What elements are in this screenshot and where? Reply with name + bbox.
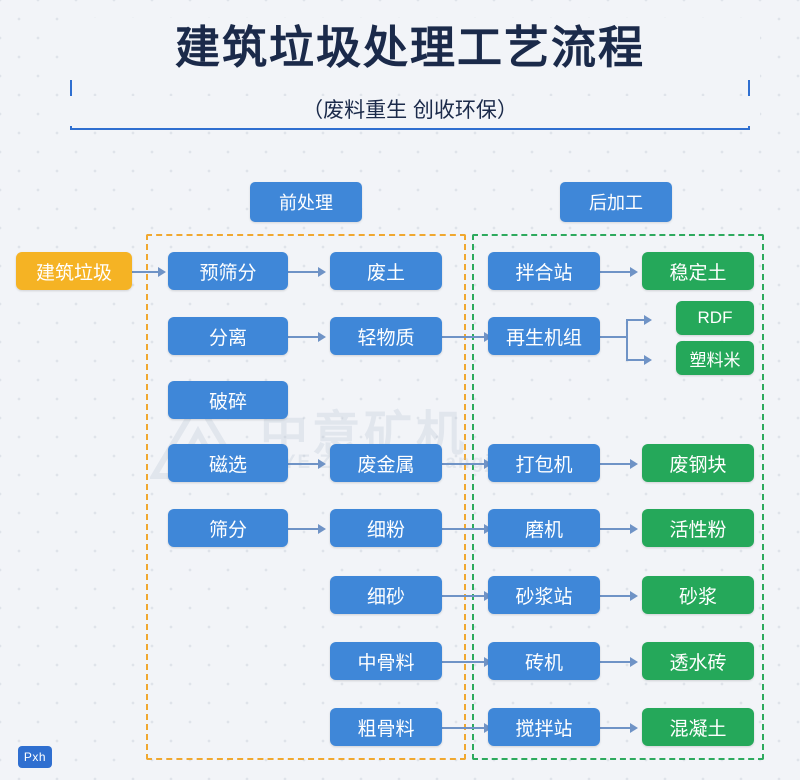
connector-line: [442, 528, 486, 530]
connector-arrow: [644, 355, 652, 365]
page-title: 建筑垃圾处理工艺流程: [60, 18, 760, 80]
node-post-brick-machine[interactable]: 砖机: [488, 642, 600, 680]
connector-line: [288, 528, 320, 530]
node-product-stabilized-soil[interactable]: 稳定土: [642, 252, 754, 290]
connector-line: [600, 528, 632, 530]
connector-arrow: [630, 657, 638, 667]
connector-arrow: [318, 459, 326, 469]
section-tag-pretreatment: 前处理: [250, 182, 362, 222]
node-product-scrap-steel-block[interactable]: 废钢块: [642, 444, 754, 482]
connector-line: [626, 319, 628, 361]
connector-arrow: [630, 459, 638, 469]
section-tag-postprocessing: 后加工: [560, 182, 672, 222]
connector-line: [442, 727, 486, 729]
node-post-baler[interactable]: 打包机: [488, 444, 600, 482]
connector-arrow: [318, 267, 326, 277]
group-box-postprocessing: [472, 234, 764, 760]
group-box-pretreatment: [146, 234, 466, 760]
node-product-mortar[interactable]: 砂浆: [642, 576, 754, 614]
node-product-active-powder[interactable]: 活性粉: [642, 509, 754, 547]
connector-arrow: [630, 723, 638, 733]
connector-arrow: [630, 524, 638, 534]
node-output-coarse-aggregate[interactable]: 粗骨料: [330, 708, 442, 746]
node-output-fine-sand[interactable]: 细砂: [330, 576, 442, 614]
connector-arrow: [318, 332, 326, 342]
connector-arrow: [644, 315, 652, 325]
node-post-mortar-station[interactable]: 砂浆站: [488, 576, 600, 614]
node-pre-magnetic-separation[interactable]: 磁选: [168, 444, 288, 482]
connector-line: [600, 336, 626, 338]
connector-arrow: [630, 267, 638, 277]
connector-line: [600, 271, 632, 273]
node-output-medium-aggregate[interactable]: 中骨料: [330, 642, 442, 680]
node-product-permeable-brick[interactable]: 透水砖: [642, 642, 754, 680]
connector-arrow: [630, 591, 638, 601]
node-output-waste-soil[interactable]: 废土: [330, 252, 442, 290]
connector-line: [442, 336, 486, 338]
node-post-grinding-mill[interactable]: 磨机: [488, 509, 600, 547]
connector-arrow: [318, 524, 326, 534]
connector-line: [442, 595, 486, 597]
node-source-construction-waste[interactable]: 建筑垃圾: [16, 252, 132, 290]
connector-line: [626, 359, 646, 361]
connector-line: [442, 661, 486, 663]
connector-arrow: [158, 267, 166, 277]
node-pre-separation[interactable]: 分离: [168, 317, 288, 355]
connector-line: [600, 463, 632, 465]
connector-line: [600, 661, 632, 663]
node-post-recycling-unit[interactable]: 再生机组: [488, 317, 600, 355]
connector-line: [442, 463, 486, 465]
node-output-scrap-metal[interactable]: 废金属: [330, 444, 442, 482]
connector-line: [626, 319, 646, 321]
connector-line: [288, 463, 320, 465]
node-pre-crushing[interactable]: 破碎: [168, 381, 288, 419]
connector-line: [600, 595, 632, 597]
connector-line: [288, 271, 320, 273]
connector-line: [600, 727, 632, 729]
corner-badge: Pxh: [18, 746, 52, 768]
connector-line: [132, 271, 160, 273]
node-output-fine-powder[interactable]: 细粉: [330, 509, 442, 547]
node-post-concrete-mixing-station[interactable]: 搅拌站: [488, 708, 600, 746]
node-pre-screening[interactable]: 筛分: [168, 509, 288, 547]
connector-line: [288, 336, 320, 338]
node-post-mixing-station[interactable]: 拌合站: [488, 252, 600, 290]
node-product-concrete[interactable]: 混凝土: [642, 708, 754, 746]
node-product-rdf[interactable]: RDF: [676, 301, 754, 335]
node-pre-prescreening[interactable]: 预筛分: [168, 252, 288, 290]
node-product-plastic-pellets[interactable]: 塑料米: [676, 341, 754, 375]
node-output-light-material[interactable]: 轻物质: [330, 317, 442, 355]
page-subtitle: （废料重生 创收环保）: [60, 96, 760, 126]
